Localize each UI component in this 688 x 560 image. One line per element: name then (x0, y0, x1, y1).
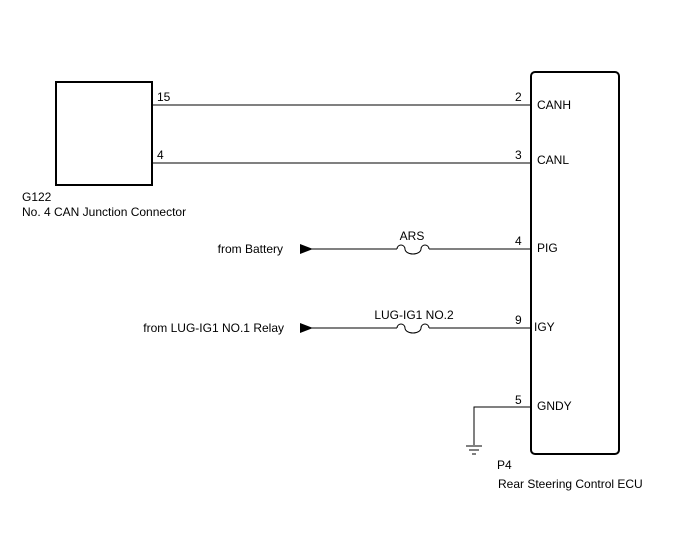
ecu-pin-label-canh: CANH (537, 98, 571, 112)
ecu-pin-label-igy: IGY (534, 320, 555, 334)
ecu-name: Rear Steering Control ECU (498, 477, 643, 491)
ars-fuse-icon (396, 244, 430, 255)
lug-fuse-label: LUG-IG1 NO.2 (374, 308, 454, 322)
junction-pin-canh: 15 (157, 90, 171, 104)
gndy-wire (473, 406, 531, 445)
ecu-pin-label-canl: CANL (537, 153, 569, 167)
junction-pin-canl: 4 (157, 148, 164, 162)
ecu-pin-number-canh: 2 (515, 90, 522, 104)
ecu-box (530, 71, 620, 455)
ecu-pin-number-canl: 3 (515, 148, 522, 162)
ground-icon (466, 445, 482, 455)
ecu-pin-label-gndy: GNDY (537, 399, 572, 413)
ars-fuse-label: ARS (400, 229, 425, 243)
battery-source-label: from Battery (218, 242, 283, 256)
ecu-pin-number-pig: 4 (515, 234, 522, 248)
ecu-code: P4 (497, 458, 512, 472)
relay-source-label: from LUG-IG1 NO.1 Relay (143, 321, 284, 335)
ecu-pin-number-igy: 9 (515, 313, 522, 327)
junction-connector-box (55, 81, 153, 186)
ecu-pin-number-gndy: 5 (515, 393, 522, 407)
junction-code: G122 (22, 190, 52, 204)
ecu-pin-label-pig: PIG (537, 241, 558, 255)
lug-fuse-icon (396, 323, 430, 334)
junction-name: No. 4 CAN Junction Connector (22, 205, 186, 219)
